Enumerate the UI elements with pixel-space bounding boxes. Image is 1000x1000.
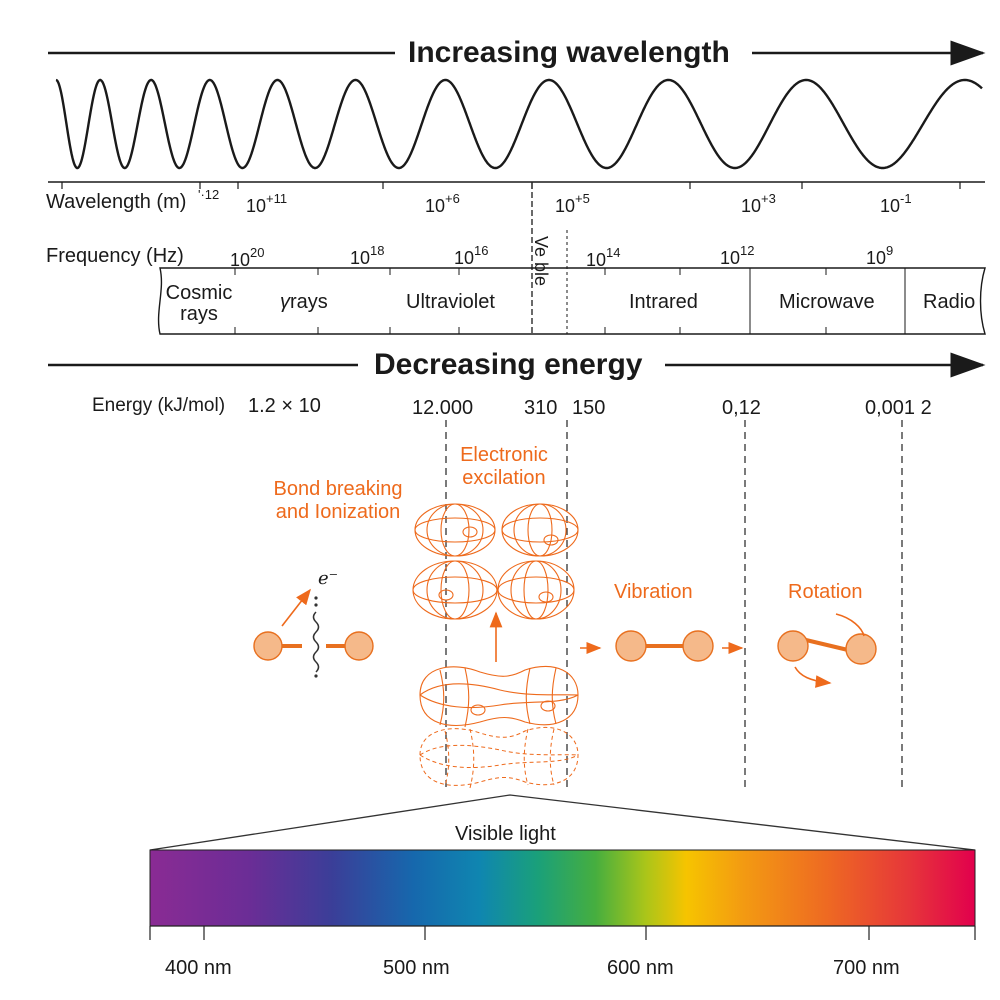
region-microwave: Microwave	[779, 291, 875, 313]
visible-spectrum-bar	[149, 849, 976, 927]
region-ultraviolet: Ultraviolet	[406, 291, 495, 313]
electron-symbol: e⁻	[318, 568, 339, 589]
frequency-label: Frequency (Hz)	[46, 245, 184, 267]
spectrum-tick-400: 400 nm	[165, 957, 232, 979]
region-box	[157, 267, 986, 335]
region-radio: Radio	[923, 291, 976, 313]
rotation-molecule	[777, 613, 877, 688]
wavelength-tick-3: 10+6	[425, 191, 460, 216]
increasing-wavelength-title: Increasing wavelength	[400, 38, 738, 68]
wavelength-tick-1: '·12	[198, 187, 220, 202]
energy-label: Energy (kJ/mol)	[92, 395, 226, 416]
ionization-molecule	[253, 588, 374, 678]
gamma-symbol: γ	[280, 291, 290, 313]
wavelength-tick-2: 10+11	[246, 191, 288, 216]
excited-orbitals	[412, 503, 579, 620]
decreasing-energy-title: Decreasing energy	[366, 350, 651, 380]
energy-value-3: 310	[524, 397, 558, 419]
region-visible: Ve ble	[531, 236, 551, 287]
energy-separators	[445, 420, 903, 792]
wavelength-sine-wave	[55, 78, 983, 170]
visible-zoom-triangle	[149, 794, 976, 851]
ground-state-orbital	[419, 665, 579, 728]
energy-value-1: 1.2 × 10	[248, 395, 321, 417]
wavelength-tick-4: 10+5	[555, 191, 590, 216]
region-gamma-rays: γrays	[280, 291, 328, 313]
region-cosmic-rays: Cosmic rays	[165, 282, 233, 325]
wavelength-ruler-ticks	[61, 182, 961, 189]
frequency-tick-1: 1020	[230, 245, 265, 270]
spectrum-axis-ticks	[149, 926, 976, 940]
rotation-label: Rotation	[788, 581, 863, 603]
wavelength-tick-6: 10-1	[880, 191, 912, 216]
frequency-tick-2: 1018	[350, 243, 385, 268]
frequency-tick-3: 1016	[454, 243, 489, 268]
visible-light-title: Visible light	[455, 823, 556, 845]
spectrum-tick-700: 700 nm	[833, 957, 900, 979]
wavelength-tick-5: 10+3	[741, 191, 776, 216]
ground-state-dashed-orbital	[419, 726, 579, 789]
region-box-ticks	[234, 268, 906, 334]
spectrum-tick-500: 500 nm	[383, 957, 450, 979]
vibration-molecule	[580, 630, 744, 662]
energy-value-4: 150	[572, 397, 606, 419]
frequency-tick-6: 109	[866, 243, 894, 268]
energy-value-5: 0,12	[722, 397, 761, 419]
region-infrared: Intrared	[629, 291, 698, 313]
vibration-label: Vibration	[614, 581, 693, 603]
energy-value-6: 0,001 2	[865, 397, 932, 419]
frequency-tick-5: 1012	[720, 243, 755, 268]
frequency-tick-4: 1014	[586, 245, 621, 270]
bond-breaking-label: Bond breaking and Ionization	[273, 478, 403, 523]
energy-value-2: 12.000	[412, 397, 474, 419]
wavelength-label: Wavelength (m)	[46, 191, 187, 213]
spectrum-tick-600: 600 nm	[607, 957, 674, 979]
electronic-excitation-label: Electronic excilation	[460, 444, 548, 489]
